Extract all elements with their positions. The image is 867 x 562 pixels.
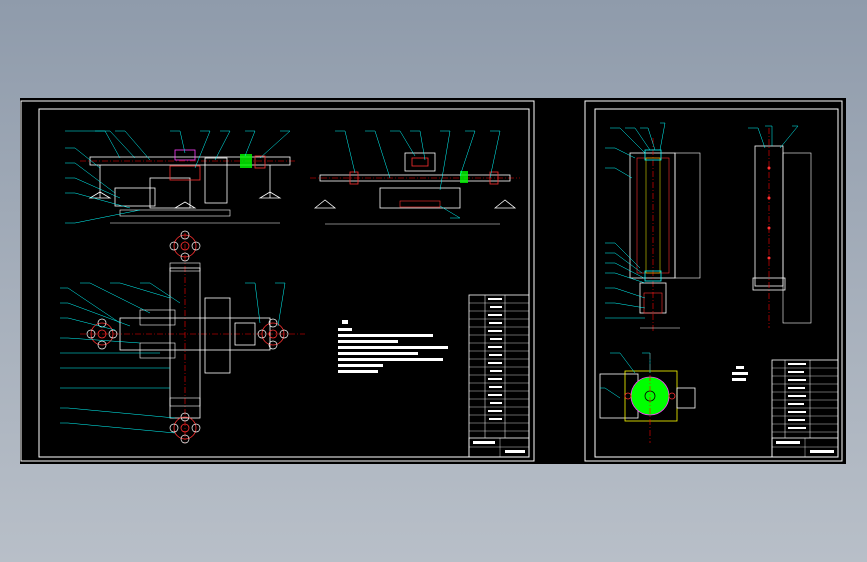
right-drawing-sheet <box>584 100 843 462</box>
roller-side-profile <box>748 125 812 328</box>
brush-roller-cross-section <box>599 352 696 443</box>
cad-drawing-viewport[interactable] <box>20 98 846 464</box>
plan-view-cross <box>60 230 305 444</box>
side-elevation-view <box>310 130 520 225</box>
right-notes-block <box>732 366 748 381</box>
roller-section-view <box>605 122 701 333</box>
front-elevation-view <box>65 130 295 224</box>
cad-drawing-canvas <box>20 100 843 462</box>
right-title-block <box>771 359 839 458</box>
left-title-block <box>468 294 530 458</box>
technical-notes-block <box>338 320 448 373</box>
left-drawing-sheet <box>20 100 535 462</box>
